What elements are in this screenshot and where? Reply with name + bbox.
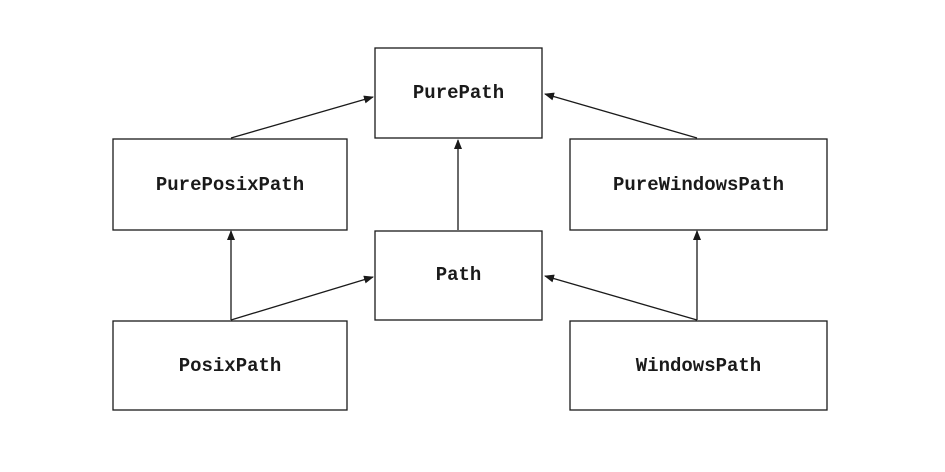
- node-pureposixpath-label: PurePosixPath: [156, 174, 304, 196]
- node-pureposixpath: PurePosixPath: [112, 138, 348, 231]
- node-windowspath-label: WindowsPath: [636, 355, 761, 377]
- edge-windowspath-to-path: [544, 274, 698, 321]
- node-windowspath: WindowsPath: [569, 320, 828, 411]
- node-path-label: Path: [436, 264, 482, 286]
- node-posixpath-label: PosixPath: [179, 355, 282, 377]
- node-purewindowspath-label: PureWindowsPath: [613, 174, 784, 196]
- node-path: Path: [374, 230, 543, 321]
- edge-pureposixpath-to-purepath: [230, 95, 374, 139]
- node-purepath-label: PurePath: [413, 82, 504, 104]
- edge-purewindowspath-to-purepath: [544, 92, 698, 139]
- node-posixpath: PosixPath: [112, 320, 348, 411]
- edge-posixpath-to-path: [230, 275, 374, 321]
- node-purewindowspath: PureWindowsPath: [569, 138, 828, 231]
- node-purepath: PurePath: [374, 47, 543, 139]
